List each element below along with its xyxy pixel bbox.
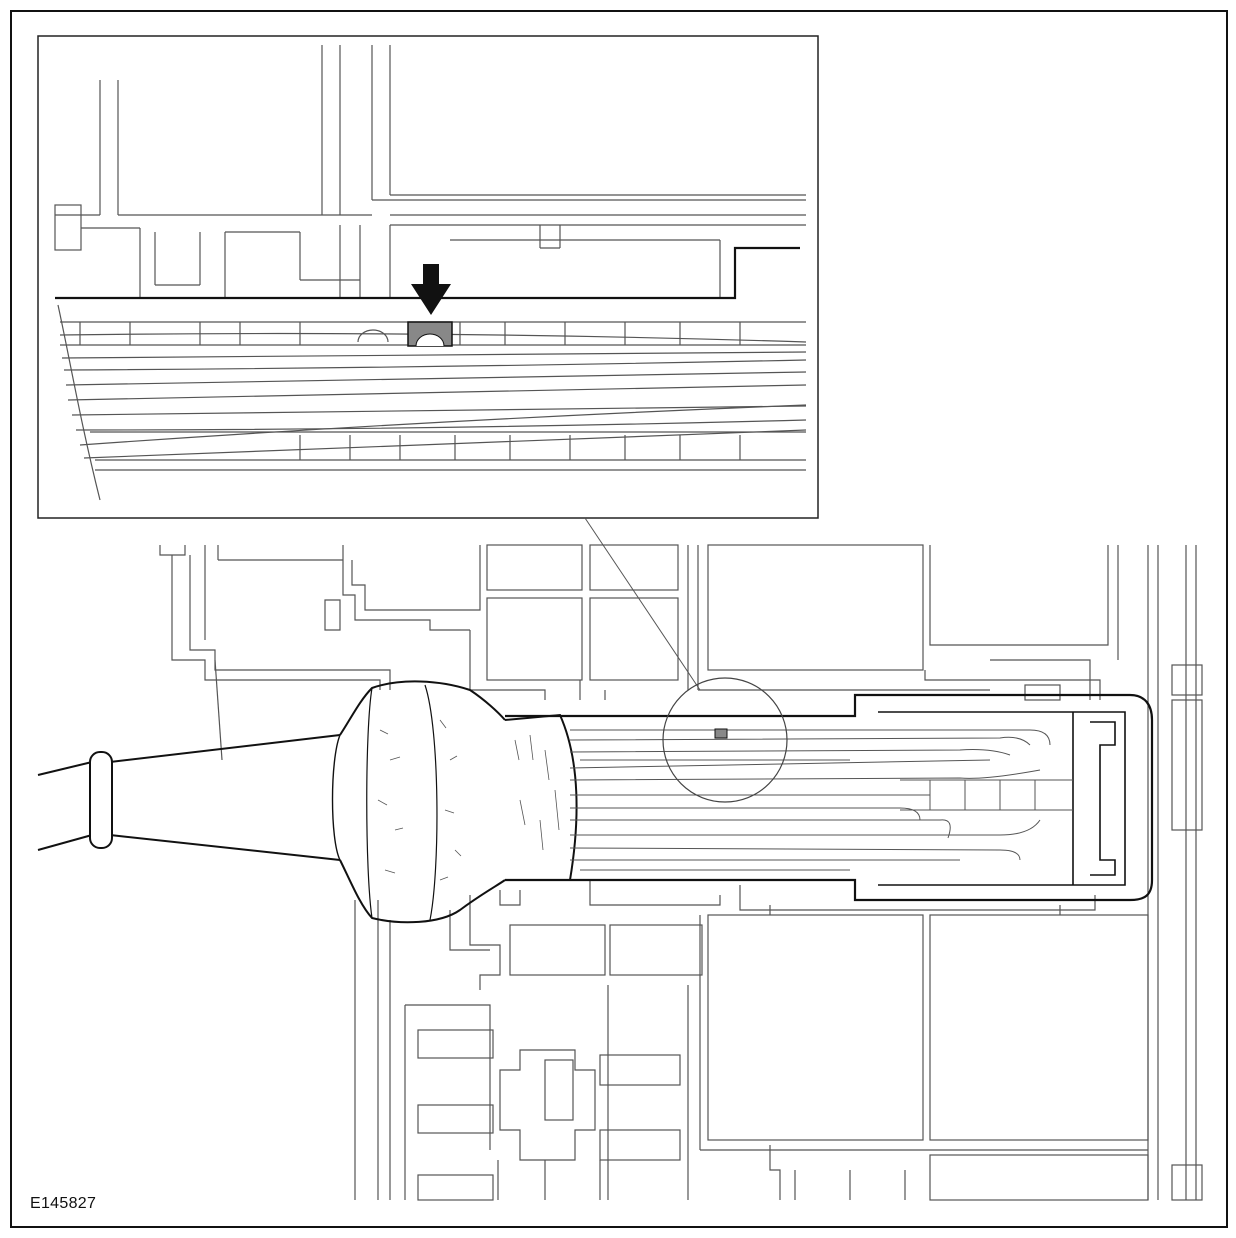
connector-wires bbox=[569, 729, 1073, 871]
boot-texture bbox=[377, 719, 560, 881]
down-arrow-icon bbox=[411, 264, 451, 315]
figure-reference: E145827 bbox=[30, 1195, 97, 1212]
magnifier-circle bbox=[662, 677, 788, 803]
callout-leader bbox=[584, 517, 701, 691]
main-view-background bbox=[159, 544, 1203, 1201]
wiring-harness bbox=[37, 680, 1154, 924]
locking-tab bbox=[407, 321, 453, 347]
